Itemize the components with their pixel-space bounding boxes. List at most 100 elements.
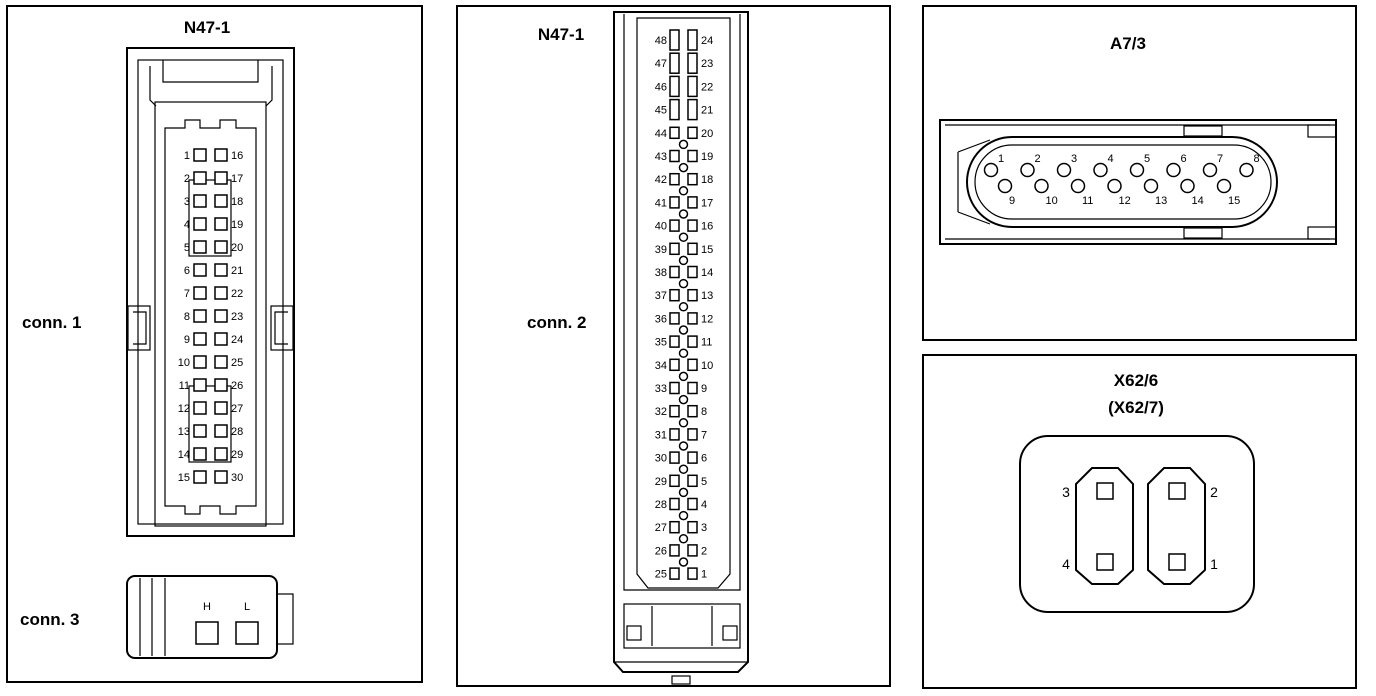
a7-3-pin-7 <box>1202 162 1218 178</box>
conn2-pin-label: 9 <box>701 383 707 395</box>
conn1-pin-label: 24 <box>231 334 243 346</box>
conn2-guide-dot <box>678 278 689 289</box>
conn2-pin-35 <box>669 335 680 348</box>
conn1-pin-label: 23 <box>231 311 243 323</box>
conn2-pin-32 <box>669 404 680 418</box>
conn2-guide-dot <box>678 557 689 567</box>
conn2-pin-label: 26 <box>655 545 667 557</box>
conn2-pin-label: 25 <box>655 569 667 581</box>
a7-3-pin-11 <box>1070 178 1086 194</box>
conn2-pin-label: 8 <box>701 406 707 418</box>
conn2-pin-label: 23 <box>701 58 713 70</box>
conn2-pin-24 <box>687 29 698 51</box>
conn2-pin-45 <box>669 98 680 121</box>
conn2-pin-14 <box>687 265 698 279</box>
a7-3-pin-label: 15 <box>1228 195 1240 207</box>
panel-frame <box>6 5 423 683</box>
conn1-pin-label: 22 <box>231 288 243 300</box>
conn1-pin-16 <box>214 148 228 162</box>
a7-3-pin-label: 4 <box>1108 153 1114 165</box>
conn1-pin-7 <box>193 286 207 300</box>
conn2-guide-dot <box>678 371 689 382</box>
conn1-pin-14 <box>193 447 207 461</box>
conn2-pin-label: 11 <box>701 337 712 349</box>
conn1-pin-label: 19 <box>231 219 243 231</box>
conn2-pin-21 <box>687 98 698 121</box>
conn1-pin-5 <box>193 240 207 254</box>
conn1-pin-label: 13 <box>178 426 190 438</box>
conn1-pin-label: 10 <box>178 357 190 369</box>
conn1-pin-29 <box>214 447 228 461</box>
conn1-pin-30 <box>214 470 228 484</box>
x62-pin-label-4: 4 <box>1062 556 1070 572</box>
conn2-pin-16 <box>687 219 698 232</box>
conn1-pin-label: 5 <box>184 242 190 254</box>
x62-pin-1 <box>1168 553 1186 571</box>
panel2-title: N47-1 <box>538 25 584 44</box>
conn2-pin-37 <box>669 288 680 302</box>
conn1-pin-4 <box>193 217 207 231</box>
conn2-pin-label: 34 <box>655 360 667 372</box>
conn1-pin-label: 6 <box>184 265 190 277</box>
conn3-pin-h <box>195 621 219 645</box>
conn2-guide-dot <box>678 325 689 335</box>
conn1-pin-label: 14 <box>178 449 190 461</box>
conn2-pin-25 <box>669 567 680 580</box>
conn2-pin-label: 38 <box>655 267 667 279</box>
conn1-pin-label: 2 <box>184 173 190 185</box>
conn2-pin-36 <box>669 312 680 325</box>
conn1-pin-label: 11 <box>179 380 190 392</box>
conn2-pin-10 <box>687 358 698 372</box>
conn2-pin-label: 16 <box>701 221 713 233</box>
conn1-pin-17 <box>214 171 228 185</box>
conn1-pin-label: 1 <box>184 150 190 162</box>
a7-3-pin-label: 1 <box>998 153 1004 165</box>
conn2-pin-label: 21 <box>701 105 713 117</box>
conn2-pin-18 <box>687 172 698 186</box>
conn1-housing <box>126 47 295 537</box>
conn2-pin-label: 40 <box>655 221 667 233</box>
conn2-pin-28 <box>669 497 680 511</box>
conn2-pin-27 <box>669 520 680 534</box>
a7-3-pin-label: 3 <box>1071 153 1077 165</box>
conn2-pin-2 <box>687 544 698 557</box>
conn2-guide-dot <box>678 232 689 242</box>
conn2-pin-9 <box>687 381 698 395</box>
a7-3-pin-label: 10 <box>1046 195 1058 207</box>
conn2-pin-label: 37 <box>655 290 667 302</box>
conn1-pin-label: 4 <box>184 219 190 231</box>
a7-3-pin-14 <box>1180 178 1195 194</box>
conn1-pin-1 <box>193 148 207 162</box>
a7-3-pin-label: 7 <box>1217 153 1223 165</box>
conn1-pin-23 <box>214 309 228 323</box>
conn1-pin-2 <box>193 171 207 185</box>
conn1-pin-20 <box>214 240 228 254</box>
conn2-pin-39 <box>669 242 680 256</box>
conn2-pin-26 <box>669 544 680 557</box>
conn1-pin-15 <box>193 470 207 484</box>
conn2-pin-38 <box>669 265 680 279</box>
a7-3-housing <box>939 119 1337 245</box>
conn1-pin-27 <box>214 401 228 415</box>
panel-frame <box>922 354 1357 689</box>
conn2-pin-label: 15 <box>701 244 713 256</box>
conn2-pin-41 <box>669 196 680 209</box>
a7-3-pin-13 <box>1143 178 1159 194</box>
conn2-pin-label: 41 <box>655 197 667 209</box>
conn1-pin-26 <box>214 378 228 392</box>
conn2-pin-42 <box>669 172 680 186</box>
a7-3-pin-5 <box>1129 162 1145 178</box>
conn2-pin-label: 45 <box>655 105 667 117</box>
panel-x62-6: X62/6 (X62/7) 3 4 2 1 <box>922 354 1357 689</box>
conn2-pin-15 <box>687 242 698 256</box>
conn2-pin-33 <box>669 381 680 395</box>
x62-pin-label-3: 3 <box>1062 484 1070 500</box>
x62-pin-label-2: 2 <box>1210 484 1218 500</box>
conn2-guide-dot <box>678 487 689 498</box>
conn1-pin-8 <box>193 309 207 323</box>
conn2-pin-label: 10 <box>701 360 713 372</box>
conn2-pin-label: 17 <box>701 197 713 209</box>
